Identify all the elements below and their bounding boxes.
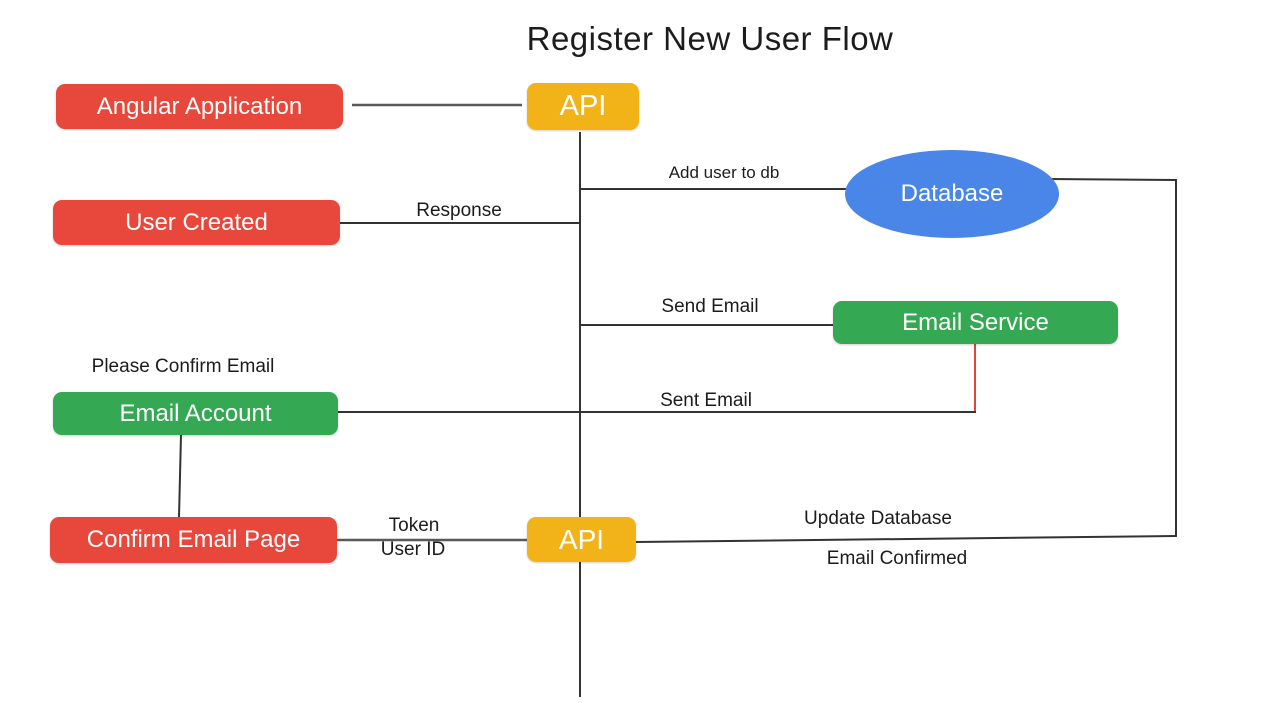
edge-database-out [1045,178,1178,181]
node-confirm-email-page: Confirm Email Page [50,517,337,563]
edge-label-update-database: Update Database [804,508,952,529]
node-label: User Created [125,208,268,236]
node-angular-application: Angular Application [56,84,343,129]
edge-label-email-confirmed: Email Confirmed [826,548,968,569]
node-user-created: User Created [53,200,340,245]
node-label: Database [900,180,1004,207]
node-database: Database [845,150,1059,238]
edge-label-token: Token [388,515,440,536]
node-email-service: Email Service [833,301,1118,344]
node-api-bottom: API [527,517,636,562]
node-label: API [558,523,605,555]
node-api-top: API [527,83,639,130]
node-label: Confirm Email Page [86,526,301,553]
edge-label-add-user-to-db: Add user to db [668,163,780,182]
edge-label-send-email: Send Email [661,296,759,317]
node-label: API [559,90,607,122]
edge-account-to-confirm [178,434,182,518]
node-label: Email Account [119,399,272,427]
edge-update-database [635,535,1177,543]
edge-label-user-id: User ID [380,539,446,560]
node-label: Email Service [902,308,1049,336]
diagram-title: Register New User Flow [526,20,894,57]
edge-label-response: Response [416,200,502,221]
node-label: Angular Application [96,92,303,120]
node-email-account: Email Account [53,392,338,435]
edge-label-sent-email: Sent Email [660,390,752,411]
edge-label-please-confirm-email: Please Confirm Email [91,356,275,377]
